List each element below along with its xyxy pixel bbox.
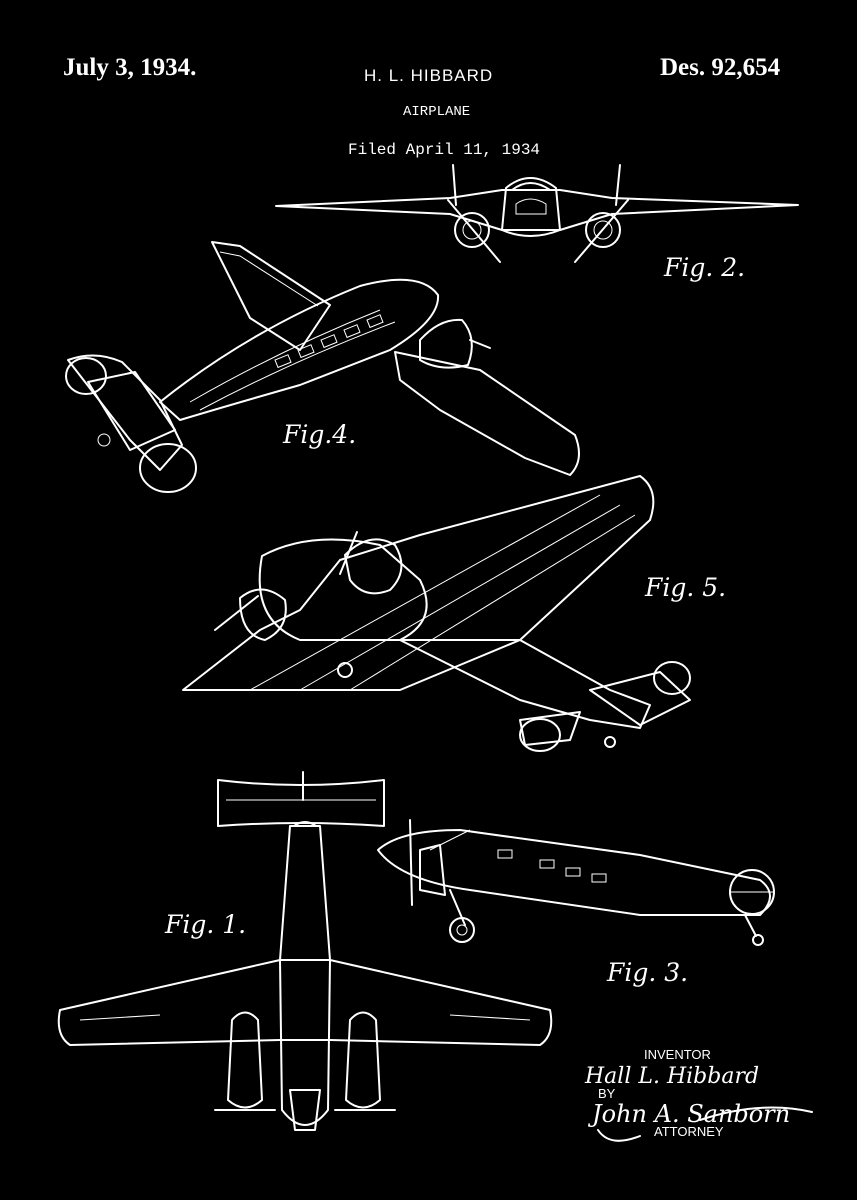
by-label: BY bbox=[598, 1086, 616, 1101]
fig5-perspective-view bbox=[182, 475, 691, 752]
fig2-front-view bbox=[275, 164, 799, 263]
fig5-label: Fig. 5. bbox=[645, 573, 727, 602]
inventor-label: INVENTOR bbox=[644, 1047, 711, 1062]
fig1-label: Fig. 1. bbox=[165, 910, 247, 939]
fig2-label: Fig. 2. bbox=[664, 253, 746, 282]
attorney-label: ATTORNEY bbox=[654, 1124, 724, 1139]
fig4-label: Fig.4. bbox=[283, 420, 357, 449]
attorney-signature: John A. Sanborn bbox=[587, 1100, 790, 1128]
fig3-side-view bbox=[377, 819, 775, 946]
fig3-label: Fig. 3. bbox=[607, 958, 689, 987]
fig4-perspective-view bbox=[65, 241, 580, 493]
signatures: Hall L. Hibbard John A. Sanborn bbox=[584, 1064, 813, 1142]
filed-date: Filed April 11, 1934 bbox=[348, 141, 541, 159]
patent-number: Des. 92,654 bbox=[660, 54, 781, 81]
fig1-plan-view bbox=[57, 771, 553, 1131]
inventor-name: H. L. HIBBARD bbox=[364, 66, 494, 85]
inventor-signature: Hall L. Hibbard bbox=[584, 1064, 759, 1089]
patent-title: AIRPLANE bbox=[403, 104, 471, 120]
patent-date: July 3, 1934. bbox=[63, 54, 197, 81]
